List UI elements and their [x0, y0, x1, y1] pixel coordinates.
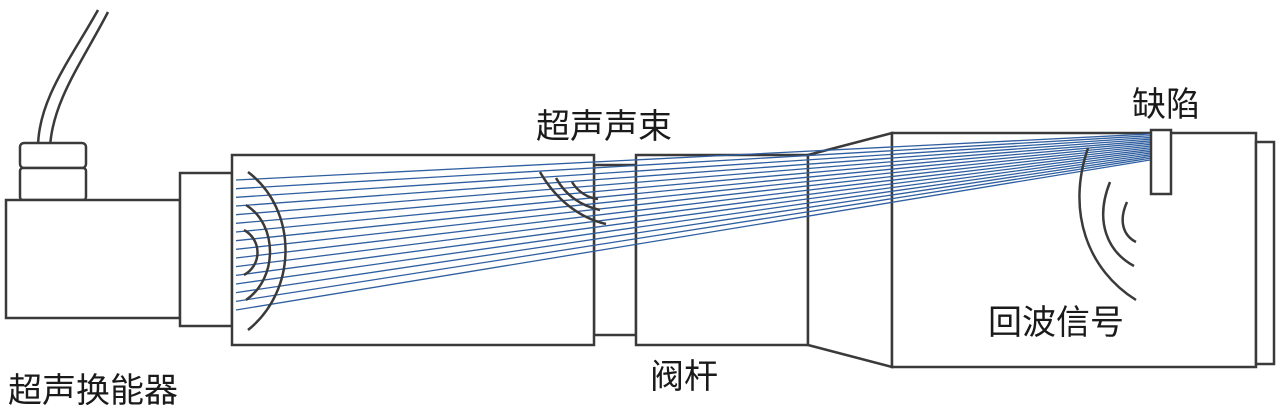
label-valve-stem: 阀杆 [650, 357, 718, 397]
beam-line [235, 143, 1151, 233]
beam-line [235, 145, 1151, 242]
beam-line [235, 140, 1151, 216]
beam-line [235, 147, 1151, 250]
beam-line [235, 136, 1151, 198]
beam-line [235, 159, 1151, 311]
echo-wave-arcs [1078, 147, 1137, 302]
beam-line [235, 138, 1151, 207]
label-transducer: 超声换能器 [8, 371, 178, 411]
label-defect: 缺陷 [1132, 85, 1200, 125]
beam-line [235, 152, 1151, 276]
ultrasonic-beam [235, 133, 1151, 311]
emitted-wave-arcs [243, 171, 287, 331]
label-echo-signal: 回波信号 [988, 303, 1124, 343]
beam-line [235, 154, 1151, 285]
beam-line [235, 150, 1151, 268]
beam-line [235, 148, 1151, 259]
transducer-cable [36, 9, 110, 149]
beam-line [235, 133, 1151, 181]
reflected-wave-arcs-mid [538, 171, 607, 226]
beam-line [235, 157, 1151, 302]
defect-notch [1149, 128, 1173, 196]
label-ultrasonic-beam: 超声声束 [536, 107, 672, 147]
beam-line [235, 135, 1151, 190]
beam-line [235, 155, 1151, 294]
beam-line [235, 142, 1151, 224]
ultrasonic-transducer [4, 141, 234, 328]
